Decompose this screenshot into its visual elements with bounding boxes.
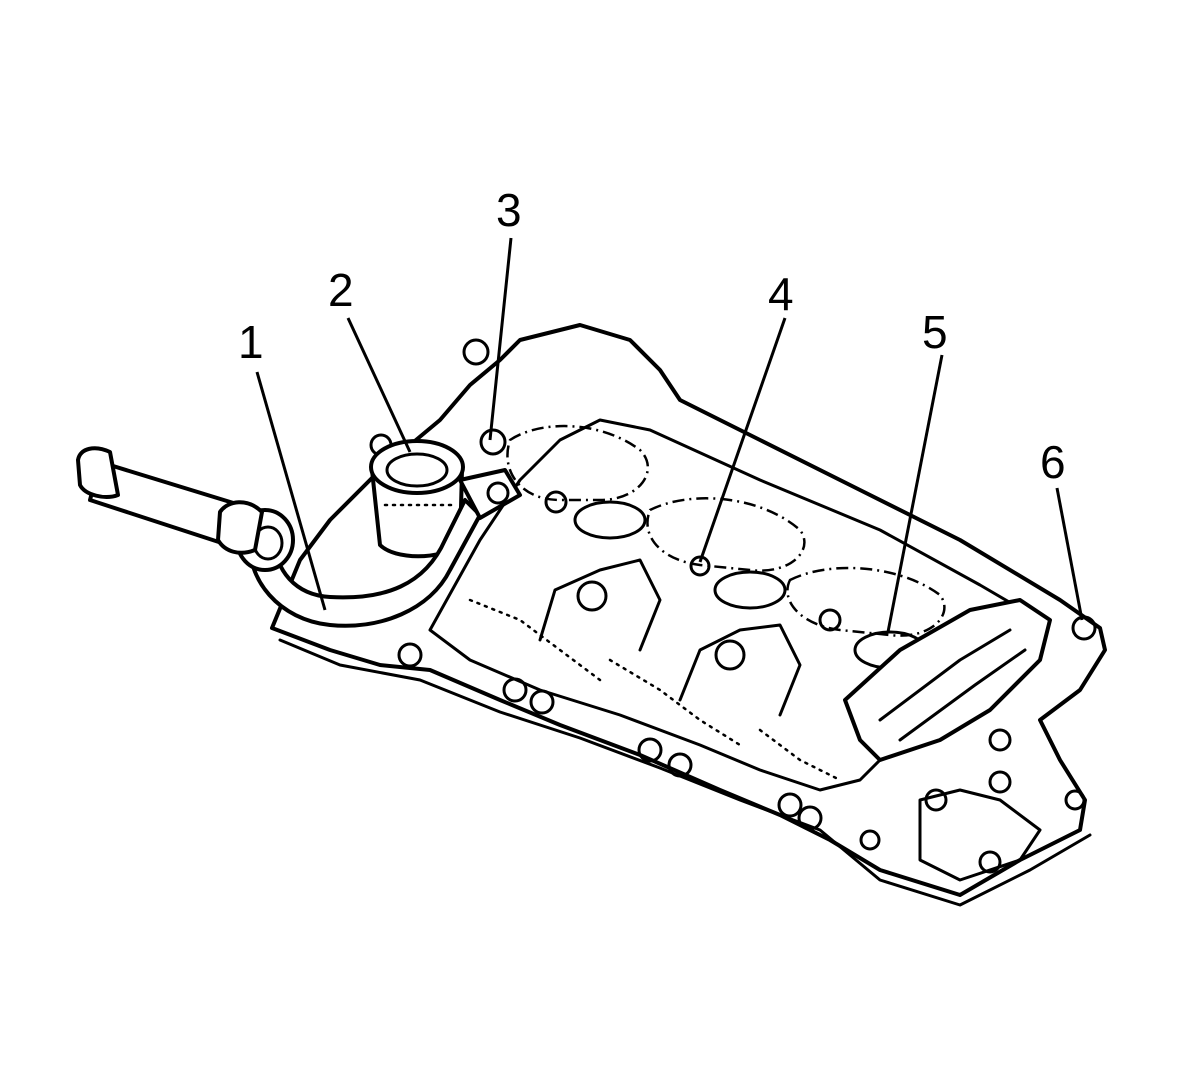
- callout-6: 6: [1040, 436, 1066, 488]
- leader-1: [255, 371, 327, 611]
- bolt-boss: [637, 737, 663, 763]
- bolt-boss: [777, 792, 803, 818]
- pcv-hose-bend: [247, 498, 482, 628]
- bolt-boss: [479, 428, 507, 456]
- rib-dots-3: [758, 728, 842, 782]
- bolt-boss: [544, 490, 568, 514]
- housing-1: [506, 424, 650, 502]
- bolt-boss: [797, 805, 823, 831]
- callout-2: 2: [328, 264, 354, 316]
- plug-well-2: [713, 570, 787, 610]
- bolt-boss: [667, 752, 693, 778]
- pcv-hose: [76, 446, 522, 628]
- bolt-boss: [529, 689, 555, 715]
- baffle-top: [843, 598, 1052, 762]
- bolt-boss: [988, 728, 1012, 752]
- callout-5: 5: [922, 306, 948, 358]
- rib-1: [538, 558, 662, 652]
- leader-6: [1055, 487, 1084, 621]
- rear-housing: [918, 788, 1042, 882]
- oil-fill-opening: [385, 452, 449, 488]
- callout-3: 3: [496, 184, 522, 236]
- bolt-boss: [988, 770, 1012, 794]
- leader-3: [488, 237, 513, 441]
- bolt-boss: [502, 677, 528, 703]
- flange-lower-edge: [278, 638, 1092, 907]
- callout-1: 1: [238, 316, 264, 368]
- bolt-boss: [576, 580, 608, 612]
- callout-labels: 1 2 3 4 5 6: [238, 184, 1066, 488]
- baffle-line-2: [898, 648, 1027, 742]
- pcv-hose-connector: [458, 468, 522, 520]
- baffle-plate: [843, 598, 1052, 882]
- bolt-boss: [924, 788, 948, 812]
- leader-5: [886, 354, 944, 633]
- bolt-boss: [1071, 615, 1097, 641]
- housing-2: [646, 497, 806, 572]
- rib-dots-1: [468, 598, 602, 682]
- cover-ribs: [468, 558, 842, 782]
- bolt-boss: [818, 608, 842, 632]
- pcv-tube-end: [76, 446, 120, 499]
- pcv-tube-collar: [216, 500, 264, 555]
- bolt-boss: [397, 642, 423, 668]
- housing-3: [786, 566, 946, 637]
- leader-2: [346, 317, 412, 453]
- callout-4: 4: [768, 268, 794, 320]
- bolt-boss: [714, 639, 746, 671]
- plug-well-1: [573, 500, 647, 540]
- rib-2: [678, 623, 802, 717]
- leader-4: [698, 317, 787, 563]
- bolt-boss: [1064, 789, 1086, 811]
- bolt-boss: [689, 555, 711, 577]
- bolt-bosses: [369, 338, 1097, 874]
- bolt-boss: [859, 829, 881, 851]
- bolt-boss: [462, 338, 490, 366]
- pcv-valve: [486, 481, 510, 505]
- leader-lines: [255, 237, 1084, 633]
- bolt-boss: [978, 850, 1002, 874]
- baffle-line-1: [878, 628, 1012, 722]
